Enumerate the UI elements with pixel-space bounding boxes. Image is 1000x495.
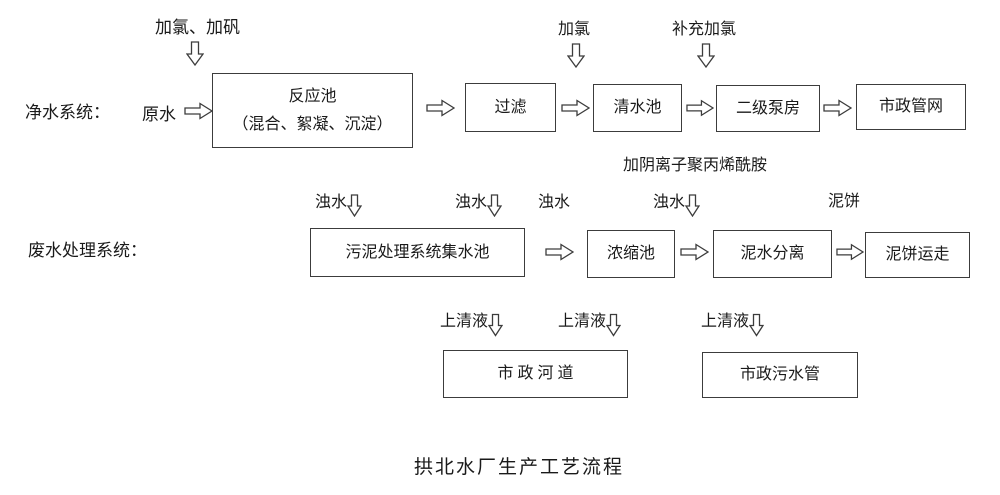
turbid-water-flow-label: 浊水 [315,194,363,217]
dosing-supplementary-chlorine-label: 补充加氯 [672,21,737,38]
mud-cake-label: 泥饼 [828,193,861,210]
right-arrow-icon [561,99,590,117]
turbid-water-label: 浊水 [315,194,348,211]
turbid-water-flow-label: 浊水 [653,194,701,217]
box-mud-water-separation: 泥水分离 [713,230,832,278]
down-arrow-icon [606,313,622,337]
right-arrow-icon [836,243,864,261]
down-arrow-icon [488,313,504,337]
box-secondary-pump-house: 二级泵房 [716,85,820,132]
right-arrow-icon [686,99,714,117]
diagram-title: 拱北水厂生产工艺流程 [413,457,624,478]
box-thickening-tank: 浓缩池 [587,230,675,278]
supernatant-flow-label: 上清液 [440,313,504,337]
supernatant-label: 上清液 [701,313,750,330]
box-reaction-pool-subtitle: （混合、絮凝、沉淀） [232,115,393,133]
raw-water-label: 原水 [142,105,176,124]
right-arrow-icon [426,99,455,117]
supernatant-flow-label: 上清液 [701,313,765,337]
wastewater-section-label: 废水处理系统： [28,241,147,260]
down-arrow-icon [697,43,715,68]
turbid-water-flow-label: 浊水 [455,194,503,217]
dosing-anionic-polyacrylamide-label: 加阴离子聚丙烯酰胺 [623,157,768,174]
purification-section-label: 净水系统： [25,103,110,122]
box-clear-water-tank: 清水池 [593,84,682,132]
box-reaction-pool: 反应池 （混合、絮凝、沉淀） [212,73,413,148]
right-arrow-icon [545,243,574,261]
turbid-water-label: 浊水 [538,194,571,211]
supernatant-label: 上清液 [440,313,489,330]
turbid-water-label: 浊水 [653,194,686,211]
box-filter: 过滤 [465,83,556,132]
down-arrow-icon [487,194,503,217]
box-municipal-river: 市 政 河 道 [443,350,628,398]
box-sludge-collection-tank: 污泥处理系统集水池 [310,228,525,277]
down-arrow-icon [347,194,363,217]
turbid-water-label: 浊水 [455,194,488,211]
box-municipal-pipe-network: 市政管网 [856,84,966,130]
supernatant-label: 上清液 [558,313,607,330]
down-arrow-icon [567,43,585,68]
box-municipal-sewer: 市政污水管 [702,352,858,398]
right-arrow-icon [184,102,213,120]
down-arrow-icon [186,41,204,66]
box-reaction-pool-title: 反应池 [288,87,337,105]
down-arrow-icon [685,194,701,217]
supernatant-flow-label: 上清液 [558,313,622,337]
down-arrow-icon [749,313,765,337]
dosing-chlorine-label: 加氯 [558,21,591,38]
dosing-chlorine-alum-label: 加氯、加矾 [155,18,240,37]
box-mud-cake-removal: 泥饼运走 [865,232,970,278]
right-arrow-icon [823,99,852,117]
right-arrow-icon [680,243,709,261]
